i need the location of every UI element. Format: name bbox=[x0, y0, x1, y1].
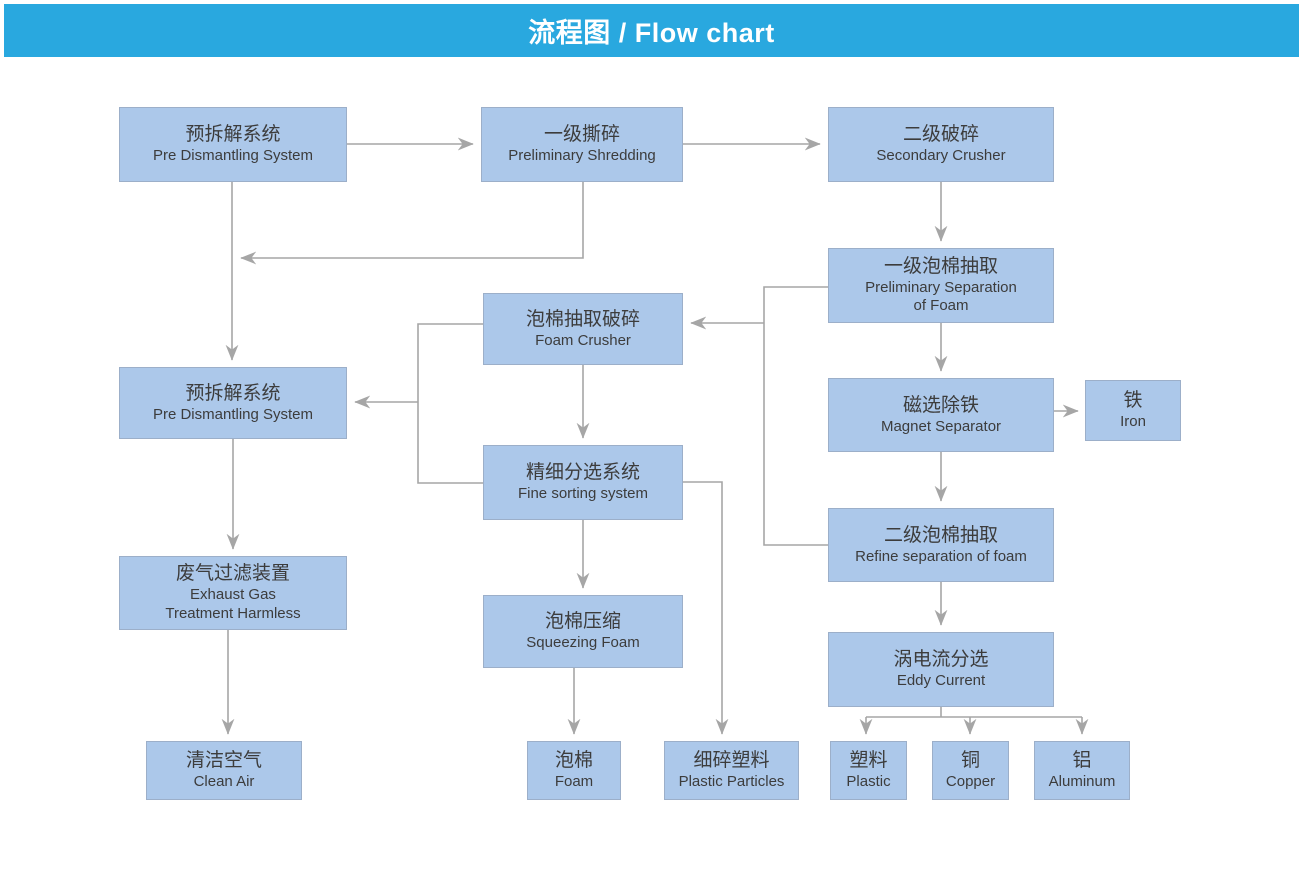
node-label-en: Foam Crusher bbox=[535, 331, 631, 349]
node-label-en: Plastic bbox=[846, 773, 891, 790]
node-squeezing-foam: 泡棉压缩 Squeezing Foam bbox=[483, 595, 683, 668]
node-plastic: 塑料 Plastic bbox=[830, 741, 907, 800]
node-label-en: Iron bbox=[1120, 413, 1146, 430]
node-foam-crusher: 泡棉抽取破碎 Foam Crusher bbox=[483, 293, 683, 365]
node-preliminary-separation-of-foam: 一级泡棉抽取 Preliminary Separation of Foam bbox=[828, 248, 1054, 323]
node-label-zh: 塑料 bbox=[849, 750, 888, 772]
node-label-en: Preliminary Shredding bbox=[508, 147, 656, 164]
node-label-zh: 铝 bbox=[1072, 750, 1092, 772]
node-label-zh: 预拆解系统 bbox=[185, 382, 281, 404]
node-label-en: Foam bbox=[554, 773, 594, 790]
page-title: 流程图 / Flow chart bbox=[528, 18, 775, 48]
node-label-zh: 清洁空气 bbox=[185, 750, 262, 772]
node-label-en: Exhaust Gas Treatment Harmless bbox=[165, 586, 301, 622]
node-pre-dismantling-system-1: 预拆解系统 Pre Dismantling System bbox=[119, 107, 347, 182]
node-label-zh: 泡棉抽取破碎 bbox=[525, 308, 640, 330]
node-eddy-current: 涡电流分选 Eddy Current bbox=[828, 632, 1054, 707]
title-bar: 流程图 / Flow chart bbox=[4, 4, 1299, 57]
node-foam: 泡棉 Foam bbox=[527, 741, 621, 800]
node-label-zh: 废气过滤装置 bbox=[175, 563, 290, 585]
node-label-en: Plastic Particles bbox=[678, 773, 785, 790]
node-label-zh: 泡棉压缩 bbox=[544, 611, 621, 633]
node-label-en: Fine sorting system bbox=[517, 485, 649, 502]
node-label-zh: 一级泡棉抽取 bbox=[883, 255, 998, 277]
node-label-zh: 涡电流分选 bbox=[893, 649, 989, 671]
node-iron: 铁 Iron bbox=[1085, 380, 1181, 441]
node-label-en: Pre Dismantling System bbox=[152, 147, 314, 164]
node-label-en: Magnet Separator bbox=[880, 417, 1002, 435]
node-label-en: Secondary Crusher bbox=[876, 147, 1006, 164]
node-plastic-particles: 细碎塑料 Plastic Particles bbox=[664, 741, 799, 800]
node-label-zh: 铜 bbox=[960, 750, 980, 772]
node-label-en: Aluminum bbox=[1048, 773, 1116, 790]
node-label-en: Clean Air bbox=[193, 773, 255, 790]
connector-foamloop-right bbox=[763, 286, 828, 546]
node-aluminum: 铝 Aluminum bbox=[1034, 741, 1130, 800]
node-fine-sorting-system: 精细分选系统 Fine sorting system bbox=[483, 445, 683, 520]
node-label-zh: 细碎塑料 bbox=[693, 750, 770, 772]
node-label-zh: 二级破碎 bbox=[902, 124, 979, 146]
node-label-zh: 预拆解系统 bbox=[185, 124, 281, 146]
node-label-en: Copper bbox=[945, 773, 996, 790]
node-refine-separation-of-foam: 二级泡棉抽取 Refine separation of foam bbox=[828, 508, 1054, 582]
node-clean-air: 清洁空气 Clean Air bbox=[146, 741, 302, 800]
node-preliminary-shredding: 一级撕碎 Preliminary Shredding bbox=[481, 107, 683, 182]
node-label-en: Squeezing Foam bbox=[526, 634, 640, 651]
node-magnet-separator: 磁选除铁 Magnet Separator bbox=[828, 378, 1054, 452]
node-label-zh: 二级泡棉抽取 bbox=[883, 524, 998, 546]
node-exhaust-gas-treatment: 废气过滤装置 Exhaust Gas Treatment Harmless bbox=[119, 556, 347, 630]
node-label-en: Preliminary Separation of Foam bbox=[865, 278, 1017, 315]
node-label-en: Refine separation of foam bbox=[855, 547, 1027, 565]
connector-loop-left bbox=[417, 323, 483, 484]
node-label-en: Eddy Current bbox=[896, 672, 986, 689]
node-label-zh: 精细分选系统 bbox=[525, 462, 640, 484]
node-pre-dismantling-system-2: 预拆解系统 Pre Dismantling System bbox=[119, 367, 347, 439]
node-label-zh: 磁选除铁 bbox=[902, 394, 979, 416]
node-label-zh: 泡棉 bbox=[554, 750, 593, 772]
node-label-zh: 一级撕碎 bbox=[543, 124, 620, 146]
connector-shredding-join-left bbox=[240, 182, 584, 265]
node-secondary-crusher: 二级破碎 Secondary Crusher bbox=[828, 107, 1054, 182]
connector-finesorting-plasticparticles bbox=[683, 481, 729, 735]
node-copper: 铜 Copper bbox=[932, 741, 1009, 800]
node-label-zh: 铁 bbox=[1123, 390, 1143, 412]
node-label-en: Pre Dismantling System bbox=[152, 405, 314, 423]
